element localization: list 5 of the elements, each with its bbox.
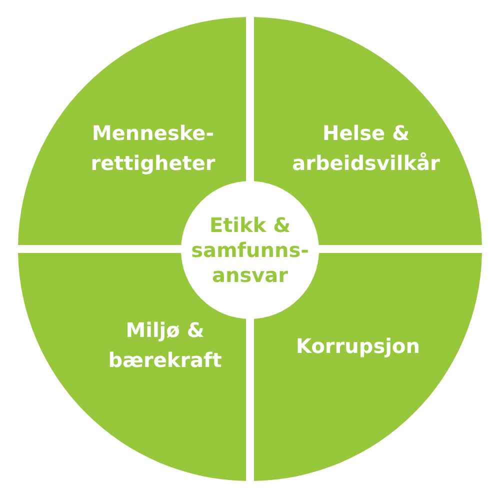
segment-label: Helse & arbeidsvilkår (291, 120, 441, 177)
center-label: Etikk & samfunns- ansvar (190, 212, 310, 288)
segment-label: Menneske- rettigheter (90, 120, 216, 177)
segment-label: Korrupsjon (295, 333, 421, 360)
segment-label: Miljø & bærekraft (107, 317, 223, 374)
